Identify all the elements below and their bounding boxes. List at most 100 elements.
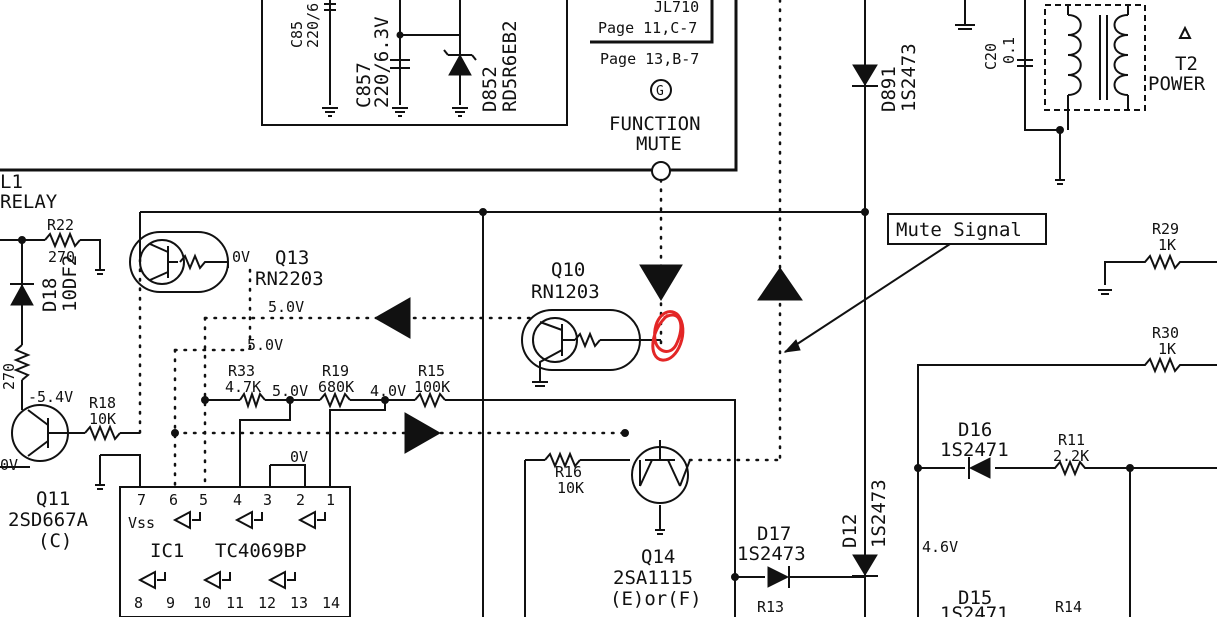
relay-and-q11: L1 RELAY D18 10DF2 Q11 2SD667A (C)	[0, 171, 89, 552]
label-q11: Q11	[36, 488, 70, 510]
label-r15v: 100K	[414, 378, 450, 396]
ic1-chip: 7 6 5 4 3 2 1 Vss IC1 TC4069BP 8 9 10 11…	[119, 486, 351, 617]
arrow-left-5v	[373, 297, 411, 339]
label-v-q13: 0V	[232, 248, 250, 266]
label-q13: Q13	[275, 247, 309, 269]
q10-transistor: Q10 RN1203	[521, 259, 641, 387]
label-page13: Page 13,B-7	[600, 50, 699, 68]
label-c85x: C85	[288, 21, 306, 48]
label-d18v: 10DF2	[59, 255, 81, 312]
label-t2: T2	[1175, 53, 1198, 75]
label-v46: 4.6V	[922, 538, 958, 556]
label-r19v: 680K	[318, 378, 354, 396]
ic1-label: IC1	[150, 540, 184, 562]
label-r22: R22	[47, 216, 74, 234]
label-r30v: 1K	[1158, 340, 1176, 358]
label-q10v: RN1203	[531, 281, 600, 303]
label-r-left: 270	[0, 363, 18, 390]
ic1-pin-12: 12	[258, 594, 276, 612]
label-d12: D12	[839, 514, 861, 548]
label-c20: C20	[982, 43, 1000, 70]
label-r30: R30	[1152, 324, 1179, 342]
mute-signal-callout: Mute Signal	[783, 213, 1047, 353]
ic1-vss: Vss	[128, 514, 155, 532]
label-q14s: (E)or(F)	[610, 588, 702, 610]
label-r14: R14	[1055, 598, 1082, 616]
label-v40: 4.0V	[370, 382, 406, 400]
ic1-pin-4: 4	[233, 491, 242, 509]
label-mute: MUTE	[636, 133, 682, 155]
q13-transistor: 0V Q13 RN2203 5.0V 5.0V	[129, 231, 324, 354]
label-jl710: JL710	[654, 0, 699, 16]
ic1-part: TC4069BP	[215, 540, 307, 562]
label-v54: -5.4V	[28, 388, 73, 406]
label-d18: D18	[39, 278, 61, 312]
label-r13: R13	[757, 598, 784, 616]
label-d891: D891	[878, 66, 900, 112]
ic1-pin-9: 9	[166, 594, 175, 612]
label-d16: D16	[958, 419, 992, 441]
label-v0-q11: 0V	[0, 456, 18, 474]
ic1-pin-3: 3	[263, 491, 272, 509]
label-v50a: 5.0V	[268, 298, 304, 316]
top-left-subcircuit: C85 220/6 C857 220/6.3V D852 RD5R6EB2	[261, 0, 568, 126]
label-q14v: 2SA1115	[613, 567, 693, 589]
label-d17v: 1S2473	[737, 543, 806, 565]
ic1-pin-6: 6	[169, 491, 178, 509]
label-page11: Page 11,C-7	[598, 19, 697, 37]
main-wiring	[0, 0, 869, 617]
signal-arrows	[373, 264, 803, 454]
label-d852v: RD5R6EB2	[499, 20, 521, 112]
diodes: D17 1S2473 D12 1S2473 D891 1S2473 D16 1S…	[737, 43, 1009, 617]
label-g-marker: G	[656, 84, 664, 99]
jl710-reference: JL710 Page 11,C-7 Page 13,B-7 G FUNCTION…	[0, 0, 738, 181]
red-annotation-mark	[651, 310, 685, 362]
label-d15: D15	[958, 587, 992, 609]
label-q10: Q10	[551, 259, 585, 281]
label-r18: R18	[89, 394, 116, 412]
label-c20v: 0.1	[1000, 37, 1018, 64]
label-q13v: RN2203	[255, 268, 324, 290]
label-r16: R16	[555, 463, 582, 481]
voltage-labels: 5.0V 4.0V 0V -5.4V 0V 4.6V	[0, 382, 958, 556]
ic1-pin-1: 1	[326, 491, 335, 509]
label-c85xv: 220/6	[304, 3, 322, 48]
ic1-pin-8: 8	[134, 594, 143, 612]
ic1-pin-13: 13	[290, 594, 308, 612]
label-r19: R19	[322, 362, 349, 380]
label-r33: R33	[228, 362, 255, 380]
label-v50b: 5.0V	[247, 336, 283, 354]
ic1-pin-7: 7	[137, 491, 146, 509]
label-t2v: POWER	[1148, 73, 1206, 95]
ic1-pin-14: 14	[322, 594, 340, 612]
label-r16v: 10K	[557, 479, 584, 497]
label-d12v: 1S2473	[868, 479, 890, 548]
label-v50c: 5.0V	[272, 382, 308, 400]
label-r22v: 270	[48, 248, 75, 266]
label-v0-ic: 0V	[290, 448, 308, 466]
label-mute-signal: Mute Signal	[896, 219, 1022, 241]
label-d891v: 1S2473	[898, 43, 920, 112]
label-d852: D852	[479, 66, 501, 112]
label-d15v: 1S2471	[940, 603, 1009, 617]
label-r15: R15	[418, 362, 445, 380]
label-function: FUNCTION	[609, 113, 701, 135]
ic1-pin-2: 2	[296, 491, 305, 509]
label-r29: R29	[1152, 220, 1179, 238]
label-relay1: L1	[0, 171, 23, 193]
label-r33v: 4.7K	[225, 378, 261, 396]
label-d17: D17	[757, 523, 791, 545]
power-transformer: C20 0.1 T2 POWER	[955, 0, 1206, 185]
label-relay2: RELAY	[0, 191, 58, 213]
ic1-pin-11: 11	[226, 594, 244, 612]
label-q11s: (C)	[38, 530, 72, 552]
ic1-pin-5: 5	[199, 491, 208, 509]
q14-transistor: Q14 2SA1115 (E)or(F)	[610, 440, 702, 610]
label-q11v: 2SD667A	[8, 509, 89, 531]
resistors: R22 270 270 R18 10K R33 4.7K R19 680K R1…	[0, 216, 1217, 617]
ic1-pin-10: 10	[193, 594, 211, 612]
label-c857: C857	[353, 62, 375, 108]
label-r29v: 1K	[1158, 236, 1176, 254]
arrow-down-function-mute	[639, 264, 683, 301]
